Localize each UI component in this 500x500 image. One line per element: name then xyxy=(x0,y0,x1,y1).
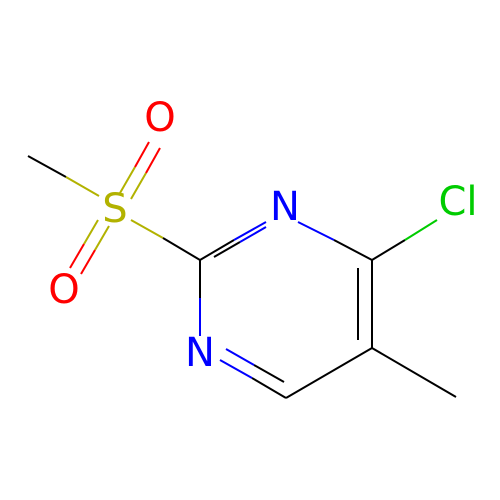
bond-c4-n3-inner-n xyxy=(225,348,255,366)
bond-c4-n3-n-half xyxy=(219,359,253,379)
bond-s-o-top-b-o xyxy=(145,147,161,174)
atom-oxygen-bottom-label: O xyxy=(48,267,79,313)
bond-s-o-top-a-o xyxy=(134,141,150,168)
bond-s-o-bottom-a-o xyxy=(69,243,85,269)
bond-c2-n1-inner-n xyxy=(239,226,267,243)
bond-c2-n1-inner xyxy=(213,241,241,258)
atom-sulfur-label: S xyxy=(102,186,127,232)
bonds xyxy=(27,141,457,399)
bond-n1-c6 xyxy=(333,239,373,261)
bond-c4-n3 xyxy=(251,377,287,399)
atom-labels: S O O N N Cl xyxy=(48,95,477,376)
bond-c2-n1-n-half xyxy=(233,221,267,241)
bond-c5-methyl xyxy=(371,347,457,398)
bond-n1-c6-n-half xyxy=(297,221,335,241)
bond-methyl-sulfur-s-half xyxy=(65,176,100,197)
bond-c6-cl xyxy=(371,239,406,261)
bond-sulfur-c2-s-half xyxy=(130,219,164,239)
bond-s-o-bottom-b-o xyxy=(80,249,96,275)
atom-chlorine-label: Cl xyxy=(438,179,477,225)
bond-c2-n1 xyxy=(199,239,235,261)
bond-c4-n3-inner xyxy=(253,364,285,383)
atom-nitrogen-top-label: N xyxy=(270,184,300,230)
bond-s-o-top-b xyxy=(130,172,147,200)
bond-methyl-sulfur xyxy=(27,155,67,178)
bond-s-o-bottom-b xyxy=(94,225,110,251)
bond-c5-c4 xyxy=(285,347,373,399)
bond-s-o-bottom-a xyxy=(83,219,99,245)
atom-nitrogen-bottom-label: N xyxy=(185,330,215,376)
bond-sulfur-c2 xyxy=(162,237,201,261)
bond-s-o-top-a xyxy=(119,166,136,194)
atom-oxygen-top-label: O xyxy=(144,95,175,141)
bond-c6-cl-cl-half xyxy=(404,219,438,241)
